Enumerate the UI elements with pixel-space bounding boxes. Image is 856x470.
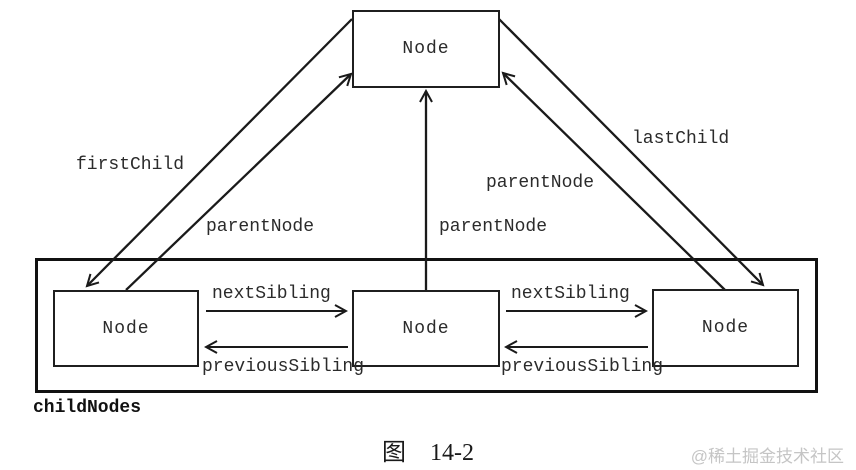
parent-node-box: Node xyxy=(352,10,500,88)
edge-last-child-arrow xyxy=(498,18,763,285)
child-node-box-2: Node xyxy=(352,290,500,367)
first-child-edge-label: firstChild xyxy=(76,155,185,175)
child-node-box-1-label: Node xyxy=(102,318,150,339)
previous-sibling-2-edge-label: previousSibling xyxy=(501,357,664,377)
child-node-box-3: Node xyxy=(652,289,799,367)
last-child-edge-label: lastChild xyxy=(632,129,730,149)
previous-sibling-1-edge-label: previousSibling xyxy=(202,357,365,377)
edge-first-child-arrow xyxy=(87,18,353,286)
next-sibling-1-edge-label: nextSibling xyxy=(212,284,331,304)
watermark-juejin-community: @稀土掘金技术社区 xyxy=(690,447,844,466)
figure-caption: 图 14-2 xyxy=(382,440,474,466)
parent-node-box-label: Node xyxy=(402,39,450,59)
parent-node-left-edge-label: parentNode xyxy=(206,217,315,237)
child-node-box-2-label: Node xyxy=(402,318,450,339)
next-sibling-2-edge-label: nextSibling xyxy=(511,284,630,304)
child-nodes-container-label: childNodes xyxy=(33,398,142,418)
child-node-box-3-label: Node xyxy=(701,318,750,338)
parent-node-right-edge-label: parentNode xyxy=(486,173,595,193)
edge-parent-node-right-arrow xyxy=(503,73,726,291)
child-node-box-1: Node xyxy=(53,290,199,367)
edge-parent-node-left-arrow xyxy=(125,74,351,291)
parent-node-middle-edge-label: parentNode xyxy=(439,217,548,237)
